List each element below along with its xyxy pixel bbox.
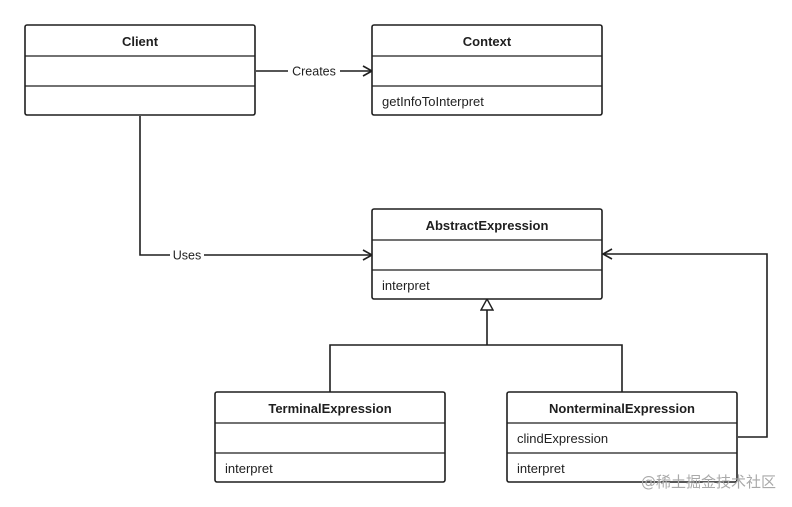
aggregates-line xyxy=(601,248,768,438)
terminal-inherits-line xyxy=(329,344,487,392)
class-context[interactable]: Context getInfoToInterpret xyxy=(371,24,603,116)
class-terminal-expression[interactable]: TerminalExpression interpret xyxy=(214,391,446,483)
terminal-operation: interpret xyxy=(225,461,273,476)
creates-label: Creates xyxy=(292,65,336,79)
nonterminal-box xyxy=(506,391,738,483)
class-nonterminal-expression[interactable]: NonterminalExpression clindExpression in… xyxy=(506,391,738,483)
watermark-text: @稀土掘金技术社区 xyxy=(641,473,776,491)
terminal-box xyxy=(214,391,446,483)
terminal-title: TerminalExpression xyxy=(268,401,391,416)
uses-edge: Uses xyxy=(139,116,374,264)
uses-label: Uses xyxy=(173,249,201,263)
client-box xyxy=(24,24,256,116)
abstract-box xyxy=(371,208,603,300)
nonterminal-aggregates-edge xyxy=(601,248,768,438)
nonterminal-operation: interpret xyxy=(517,461,565,476)
context-box xyxy=(371,24,603,116)
uses-line xyxy=(139,116,374,261)
abstract-operation: interpret xyxy=(382,278,430,293)
abstract-title: AbstractExpression xyxy=(426,218,549,233)
context-operation: getInfoToInterpret xyxy=(382,94,484,109)
context-title: Context xyxy=(463,34,512,49)
class-client[interactable]: Client xyxy=(24,24,256,116)
class-abstract-expression[interactable]: AbstractExpression interpret xyxy=(371,208,603,300)
nonterminal-attribute: clindExpression xyxy=(517,431,608,446)
creates-label-bg xyxy=(288,62,340,79)
nonterminal-title: NonterminalExpression xyxy=(549,401,695,416)
creates-edge: Creates xyxy=(256,62,374,79)
client-title: Client xyxy=(122,34,159,49)
nonterminal-inherits-line xyxy=(487,344,623,392)
generalization-edges xyxy=(329,299,623,392)
uses-label-bg xyxy=(170,247,204,264)
